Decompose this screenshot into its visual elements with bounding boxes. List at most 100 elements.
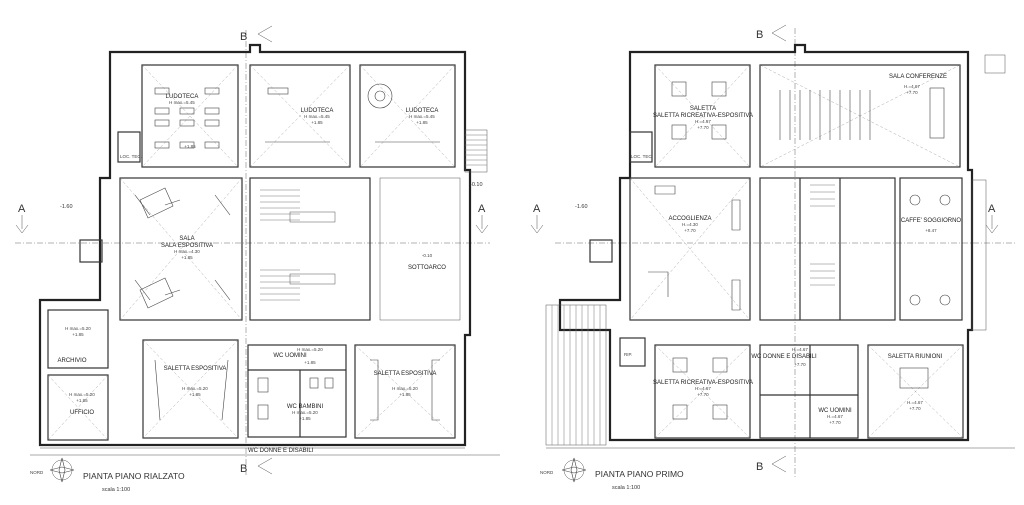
room-saletta-espositiva-right: SALETTA ESPOSITIVA H max.=5.20 +1.85 bbox=[374, 371, 437, 397]
svg-text:+1.85: +1.85 bbox=[299, 416, 311, 421]
svg-text:+1.85: +1.85 bbox=[76, 398, 88, 403]
svg-text:SALA ESPOSITIVA: SALA ESPOSITIVA bbox=[161, 243, 213, 249]
room-saletta-riunioni: SALETTA RIUNIONI H.=4.67 +7.70 bbox=[888, 354, 943, 411]
plan-title-primo: PIANTA PIANO PRIMO bbox=[595, 469, 684, 479]
room-archivio: H max.=5.20 +1.85 ARCHIVIO bbox=[57, 326, 91, 364]
svg-text:LOC. TEC.: LOC. TEC. bbox=[631, 154, 653, 159]
section-marker-a-right: A bbox=[478, 203, 486, 215]
room-wc-bambini: WC BAMBINI H max.=5.20 +1.85 bbox=[287, 404, 324, 421]
svg-text:H.=4.67: H.=4.67 bbox=[827, 414, 843, 419]
svg-text:H.=4.30: H.=4.30 bbox=[682, 222, 698, 227]
svg-text:WC BAMBINI: WC BAMBINI bbox=[287, 404, 324, 410]
room-ludoteca-3: LUDOTECA H max.=5.45 +1.85 bbox=[406, 108, 439, 125]
svg-text:H max.=5.20: H max.=5.20 bbox=[182, 386, 208, 391]
svg-text:H max.=5.45: H max.=5.45 bbox=[409, 114, 435, 119]
north-compass-right-icon bbox=[561, 457, 587, 483]
plan-scale-rialzato: scala 1:100 bbox=[102, 487, 130, 493]
svg-text:SALETTA ESPOSITIVA: SALETTA ESPOSITIVA bbox=[374, 371, 437, 377]
room-caffe-soggiorno: CAFFE' SOGGIORNO +8.47 bbox=[901, 218, 961, 233]
svg-text:+7.70: +7.70 bbox=[697, 392, 709, 397]
room-loc-tec-primo: LOC. TEC. bbox=[631, 154, 653, 159]
svg-text:WC UOMINI: WC UOMINI bbox=[273, 353, 307, 359]
plan-primo: B B A A -1.60 SALETTA SALETTA RICREATIVA… bbox=[530, 24, 1015, 491]
room-saletta-ricreativa-1: SALETTA SALETTA RICREATIVA-ESPOSITIVA H.… bbox=[653, 106, 753, 130]
room-ludoteca-1: LUDOTECA H max.=5.45 +1.85 bbox=[166, 94, 199, 149]
svg-text:ARCHIVIO: ARCHIVIO bbox=[57, 358, 86, 364]
svg-text:UFFICIO: UFFICIO bbox=[70, 410, 94, 416]
room-ufficio: H max.=5.20 +1.85 UFFICIO bbox=[69, 392, 95, 416]
north-compass-left-icon bbox=[49, 457, 75, 483]
svg-text:+7.70: +7.70 bbox=[794, 362, 806, 367]
svg-text:SALETTA: SALETTA bbox=[690, 106, 716, 112]
svg-text:H max.=5.45: H max.=5.45 bbox=[304, 114, 330, 119]
svg-text:WC DONNE E DISABILI: WC DONNE E DISABILI bbox=[751, 354, 817, 360]
room-wc-donne-disabili: WC DONNE E DISABILI H.=4.67 +7.70 bbox=[751, 347, 817, 367]
svg-text:LUDOTECA: LUDOTECA bbox=[301, 108, 334, 114]
room-loc-tec: LOC. TEC. bbox=[120, 154, 142, 159]
svg-text:CAFFE' SOGGIORNO: CAFFE' SOGGIORNO bbox=[901, 218, 961, 224]
svg-text:H max.=5.20: H max.=5.20 bbox=[65, 326, 91, 331]
room-accoglienza: ACCOGLIENZA H.=4.30 +7.70 bbox=[668, 216, 711, 233]
svg-text:H max.=5.45: H max.=5.45 bbox=[169, 100, 195, 105]
plan-scale-primo: scala 1:100 bbox=[612, 485, 640, 491]
room-wc-uomini: WC UOMINI H max.=5.20 +1.85 bbox=[273, 347, 323, 365]
svg-text:+7.70: +7.70 bbox=[829, 420, 841, 425]
svg-text:LOC. TEC.: LOC. TEC. bbox=[120, 154, 142, 159]
svg-text:LUDOTECA: LUDOTECA bbox=[166, 94, 199, 100]
section-marker-b-bottom: B bbox=[240, 463, 247, 475]
svg-text:+7.70: +7.70 bbox=[906, 90, 918, 95]
room-sottoarco: SOTTOARCO -0.10 bbox=[408, 253, 446, 271]
svg-text:SALETTA RICREATIVA-ESPOSITIVA: SALETTA RICREATIVA-ESPOSITIVA bbox=[653, 380, 753, 386]
svg-text:H.=4.67: H.=4.67 bbox=[907, 400, 923, 405]
room-rip: RIP. bbox=[624, 352, 632, 357]
svg-text:H max.=5.20: H max.=5.20 bbox=[392, 386, 418, 391]
svg-text:+7.70: +7.70 bbox=[909, 406, 921, 411]
svg-text:H max.=4.30: H max.=4.30 bbox=[174, 249, 200, 254]
svg-text:SALETTA RICREATIVA-ESPOSITIVA: SALETTA RICREATIVA-ESPOSITIVA bbox=[653, 113, 753, 119]
room-sala-conferenze: SALA CONFERENZE H.=4.67 +7.70 bbox=[889, 74, 947, 95]
section-marker-a-left-right: A bbox=[533, 203, 541, 215]
svg-text:WC DONNE E DISABILI: WC DONNE E DISABILI bbox=[248, 448, 314, 454]
svg-text:+1.85: +1.85 bbox=[72, 332, 84, 337]
ext-level-right: -1.60 bbox=[575, 204, 588, 210]
svg-text:-0.10: -0.10 bbox=[422, 253, 433, 258]
room-sala-espositiva: SALA SALA ESPOSITIVA H max.=4.30 +1.85 bbox=[161, 236, 213, 260]
svg-text:SALA: SALA bbox=[179, 236, 194, 242]
svg-text:+1.85: +1.85 bbox=[311, 120, 323, 125]
svg-text:SALETTA ESPOSITIVA: SALETTA ESPOSITIVA bbox=[164, 366, 227, 372]
room-ludoteca-2: LUDOTECA H max.=5.45 +1.85 bbox=[301, 108, 334, 125]
svg-text:SOTTOARCO: SOTTOARCO bbox=[408, 265, 446, 271]
svg-text:H.=4.67: H.=4.67 bbox=[904, 84, 920, 89]
svg-text:H.=4.67: H.=4.67 bbox=[792, 347, 808, 352]
svg-text:SALA CONFERENZE: SALA CONFERENZE bbox=[889, 74, 947, 80]
svg-text:H.=4.67: H.=4.67 bbox=[695, 386, 711, 391]
north-label-right: NORD bbox=[540, 470, 554, 475]
plan-rialzato: B B A A -1.60 -0.10 LUDOTECA H max.=5.45… bbox=[15, 25, 500, 493]
room-wc-donne: WC DONNE E DISABILI bbox=[248, 448, 314, 454]
ext-level-left: -1.60 bbox=[60, 204, 73, 210]
svg-text:RIP.: RIP. bbox=[624, 352, 632, 357]
svg-text:SALETTA RIUNIONI: SALETTA RIUNIONI bbox=[888, 354, 943, 360]
north-label-left: NORD bbox=[30, 470, 44, 475]
section-marker-b-top-right: B bbox=[756, 29, 763, 41]
svg-text:+1.85: +1.85 bbox=[189, 392, 201, 397]
svg-text:+1.85: +1.85 bbox=[304, 360, 316, 365]
svg-text:H max.=5.20: H max.=5.20 bbox=[69, 392, 95, 397]
svg-text:H max.=5.20: H max.=5.20 bbox=[297, 347, 323, 352]
step-level-left: -0.10 bbox=[470, 182, 483, 188]
section-marker-a-left: A bbox=[18, 203, 26, 215]
svg-text:+1.85: +1.85 bbox=[399, 392, 411, 397]
svg-text:+8.47: +8.47 bbox=[925, 228, 937, 233]
svg-text:+7.70: +7.70 bbox=[697, 125, 709, 130]
svg-text:ACCOGLIENZA: ACCOGLIENZA bbox=[668, 216, 711, 222]
plan-title-rialzato: PIANTA PIANO RIALZATO bbox=[83, 471, 185, 481]
svg-text:+1.85: +1.85 bbox=[181, 255, 193, 260]
svg-text:LUDOTECA: LUDOTECA bbox=[406, 108, 439, 114]
svg-text:H max.=5.20: H max.=5.20 bbox=[292, 410, 318, 415]
section-marker-a-right-right: A bbox=[988, 203, 996, 215]
section-marker-b-top: B bbox=[240, 31, 247, 43]
svg-text:WC UOMINI: WC UOMINI bbox=[818, 408, 852, 414]
svg-text:H.=4.67: H.=4.67 bbox=[695, 119, 711, 124]
svg-text:+1.85: +1.85 bbox=[184, 144, 196, 149]
